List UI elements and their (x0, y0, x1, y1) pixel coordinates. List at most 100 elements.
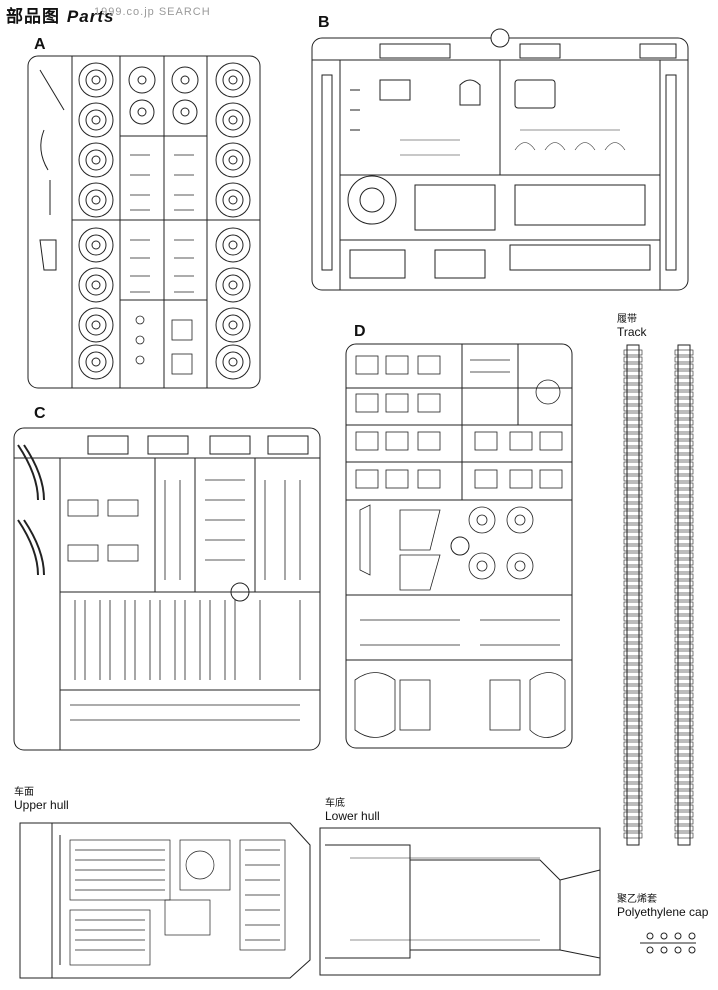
track-link (623, 349, 643, 356)
track-link (674, 489, 694, 496)
track-link (674, 818, 694, 825)
track-link (674, 706, 694, 713)
track-link (674, 797, 694, 804)
track-link (623, 811, 643, 818)
track-link (623, 412, 643, 419)
track-link (674, 363, 694, 370)
track-link (674, 755, 694, 762)
track-link (674, 699, 694, 706)
track-link (674, 370, 694, 377)
track-link (623, 608, 643, 615)
track-link (674, 447, 694, 454)
upper-hull-drawing (19, 822, 311, 979)
track-link (623, 734, 643, 741)
sprue-label-d: D (354, 323, 366, 340)
sprue-label-a: A (34, 36, 46, 53)
track-link (623, 510, 643, 517)
track-link (674, 825, 694, 832)
track-link (623, 622, 643, 629)
track-link (623, 790, 643, 797)
lower-hull-drawing (319, 827, 601, 976)
track-link (674, 762, 694, 769)
track-link (674, 678, 694, 685)
track-link (674, 468, 694, 475)
track-link (674, 650, 694, 657)
track-link (623, 776, 643, 783)
track-link (623, 671, 643, 678)
track-link (674, 587, 694, 594)
track-link (623, 447, 643, 454)
track-link (674, 748, 694, 755)
track-link (623, 538, 643, 545)
sprue-label-c: C (34, 405, 46, 422)
track-link (674, 545, 694, 552)
track-link (623, 363, 643, 370)
track-link (674, 727, 694, 734)
track-link (674, 412, 694, 419)
track-link (623, 405, 643, 412)
track-link (674, 783, 694, 790)
track-link (674, 349, 694, 356)
track-link (674, 685, 694, 692)
track-link (623, 643, 643, 650)
poly-caps (640, 932, 696, 954)
track-link (674, 426, 694, 433)
track-link (674, 398, 694, 405)
track-link (623, 517, 643, 524)
track-link (623, 391, 643, 398)
track-link (623, 685, 643, 692)
track-link (674, 356, 694, 363)
track-link (623, 496, 643, 503)
track-link (623, 762, 643, 769)
track-link (623, 748, 643, 755)
track-link (623, 468, 643, 475)
track-link (674, 433, 694, 440)
track-link (674, 538, 694, 545)
track-link (623, 594, 643, 601)
sprue-label-b: B (318, 14, 330, 31)
track-link (674, 657, 694, 664)
track-link (623, 706, 643, 713)
track-link (674, 566, 694, 573)
track-link (623, 818, 643, 825)
track-link (674, 692, 694, 699)
track-link (674, 811, 694, 818)
track-link (674, 384, 694, 391)
track-link (674, 580, 694, 587)
track-link (623, 825, 643, 832)
track-link (623, 524, 643, 531)
track-link (674, 734, 694, 741)
track-link (674, 461, 694, 468)
track-link (674, 559, 694, 566)
track-link (674, 622, 694, 629)
track-link (623, 398, 643, 405)
track-link (674, 713, 694, 720)
track-link (623, 356, 643, 363)
track-link (623, 573, 643, 580)
track-link (623, 566, 643, 573)
track-link (674, 790, 694, 797)
track-link (674, 629, 694, 636)
sprue-c (13, 427, 321, 751)
track-link (674, 671, 694, 678)
track-link (623, 440, 643, 447)
track-link (623, 601, 643, 608)
track-link (674, 503, 694, 510)
track-link (623, 783, 643, 790)
track-link (623, 804, 643, 811)
track-link (623, 629, 643, 636)
track-link (623, 377, 643, 384)
track-link (623, 678, 643, 685)
track-link (623, 797, 643, 804)
track-link (623, 699, 643, 706)
track-link (674, 517, 694, 524)
track-link (674, 405, 694, 412)
track-link (623, 482, 643, 489)
track-link (623, 475, 643, 482)
track-link (674, 832, 694, 839)
track-link (623, 650, 643, 657)
track-link (623, 755, 643, 762)
track-link (623, 384, 643, 391)
track-link (623, 545, 643, 552)
